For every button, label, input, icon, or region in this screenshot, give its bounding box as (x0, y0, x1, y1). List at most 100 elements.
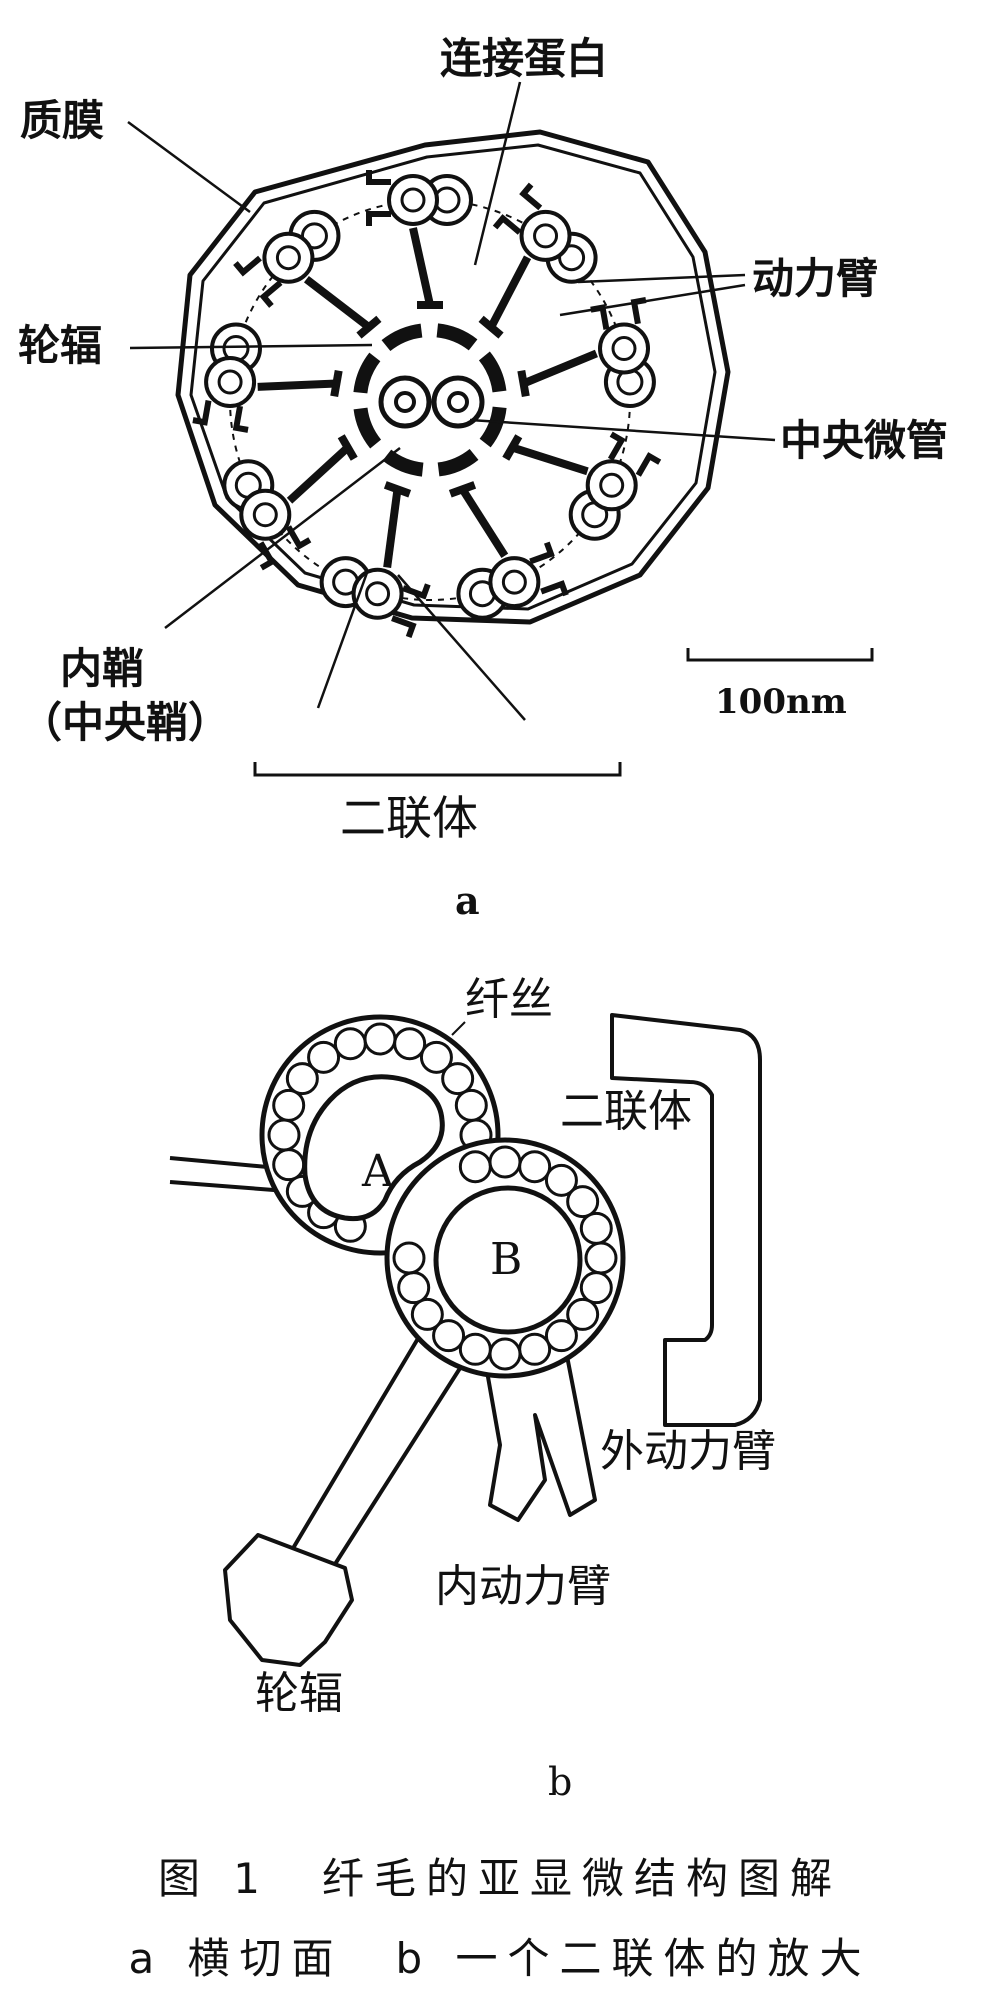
radial-spoke-head (448, 481, 477, 498)
label-inner-sheath: 内鞘 (60, 644, 145, 693)
doublet-tubule-a-core (533, 223, 559, 249)
doublet-tubule-a-core (275, 245, 301, 271)
protofilament-b (518, 1150, 552, 1184)
outer-dynein-arm (366, 170, 391, 185)
label-central-sheath: （中央鞘） (20, 698, 231, 747)
label-nexin: 连接蛋白 (440, 34, 609, 83)
radial-spoke-head (330, 370, 343, 398)
protofilament-b (566, 1297, 600, 1331)
label-inner-dynein-arm: 内动力臂 (435, 1561, 611, 1612)
protofilament-b (579, 1271, 613, 1305)
protofilament-a (393, 1027, 427, 1061)
label-outer-dynein-arm: 外动力臂 (600, 1426, 776, 1477)
radial-spoke (383, 488, 402, 568)
outer-dynein-arm (540, 580, 569, 597)
protofilament-a (285, 1062, 319, 1096)
sheath-segment (353, 407, 382, 449)
protofilament-b (488, 1145, 522, 1179)
sublabel-b: b (548, 1760, 573, 1804)
doublet (222, 459, 292, 541)
sheath-segment (478, 351, 507, 393)
radial-spoke-head (478, 315, 504, 339)
label-filament: 纤丝 (465, 974, 553, 1025)
doublet (519, 209, 598, 284)
label-radial-spoke-b: 轮辐 (255, 1668, 343, 1719)
inner-dynein-arm (366, 211, 391, 226)
outer-dynein-arm (391, 615, 417, 639)
radial-spoke-head (337, 434, 358, 461)
label-radial-spoke-a: 轮辐 (18, 321, 103, 370)
doublet-tubule-a-core (599, 472, 625, 498)
protofilament-b (544, 1163, 578, 1197)
doublet (204, 322, 262, 409)
protofilament-b (566, 1185, 600, 1219)
inner-dynein-arm (607, 431, 626, 461)
protofilament-a (454, 1088, 488, 1122)
protofilament-a (272, 1148, 306, 1182)
caption-title: 图 1 纤毛的亚显微结构图解 (157, 1854, 843, 1903)
protofilament-a (267, 1118, 301, 1152)
radial-spoke-head (517, 370, 530, 398)
label-doublet-b: 二联体 (560, 1086, 692, 1137)
outer-dynein-arm (233, 255, 262, 277)
doublet-tubule-a-core (611, 336, 637, 362)
protofilament-a (272, 1088, 306, 1122)
radial-spoke (257, 379, 337, 391)
sheath-segment (382, 449, 424, 477)
inner-dynein-arm (232, 405, 249, 433)
caption-subtitle: a 横切面 b 一个二联体的放大 (128, 1934, 872, 1983)
cross-section-drawing (127, 81, 874, 777)
protofilament-b (518, 1332, 552, 1366)
sheath-segment (437, 448, 479, 477)
inner-dynein-arm (285, 525, 312, 550)
label-dynein-arm: 动力臂 (752, 254, 879, 303)
protofilament-b (488, 1337, 522, 1371)
tubule-b-lumen (433, 1185, 583, 1335)
protofilament-a (441, 1062, 475, 1096)
doublet-tubule-a-core (217, 369, 243, 395)
outer-dynein-arm (519, 182, 543, 211)
radial-spoke (487, 255, 532, 330)
protofilament-b (410, 1297, 444, 1331)
label-tubule-b: B (490, 1234, 523, 1285)
radial-spoke-head (223, 1533, 354, 1667)
radial-spoke-head (383, 481, 412, 498)
protofilament-b (544, 1319, 578, 1353)
protofilament-a (419, 1040, 453, 1074)
protofilament-b (579, 1211, 613, 1245)
outer-dynein-arm (258, 541, 276, 571)
outer-dynein-arm-shape (610, 1013, 762, 1427)
label-doublet-a: 二联体 (340, 791, 478, 845)
sublabel-a: a (455, 878, 480, 923)
label-plasma-membrane: 质膜 (20, 96, 105, 145)
doublet-tubule-a-core (501, 569, 527, 595)
leader-filament (451, 1021, 466, 1036)
doublet-tubule-a-core (365, 581, 391, 607)
protofilament-b (458, 1332, 492, 1366)
peripheral-doublets (204, 174, 656, 620)
doublet (456, 556, 541, 620)
radial-spoke (409, 227, 434, 306)
protofilament-b (392, 1241, 426, 1275)
protofilament-b (458, 1150, 492, 1184)
label-scale-bar: 100nm (715, 682, 847, 722)
radial-spokes (257, 227, 598, 568)
radial-spoke-head (502, 434, 523, 461)
doublet-bracket (253, 762, 622, 777)
sheath-segment (381, 323, 423, 352)
central-sheath (353, 323, 507, 477)
doublet (598, 322, 656, 409)
sheath-segment (479, 406, 507, 448)
protofilament-a (363, 1022, 397, 1056)
label-tubule-a: A (362, 1146, 394, 1197)
doublet-tubule-a-core (400, 187, 426, 213)
radial-spoke-head (356, 315, 382, 339)
outer-dynein-arm (635, 452, 662, 477)
radial-spoke (303, 275, 372, 331)
tubule-b-protofilaments (392, 1145, 618, 1371)
plasma-membrane-outline (175, 129, 731, 625)
doublet-enlargement-drawing (169, 1013, 762, 1667)
central-microtubule-pair (378, 375, 485, 429)
radial-spoke (286, 444, 351, 504)
